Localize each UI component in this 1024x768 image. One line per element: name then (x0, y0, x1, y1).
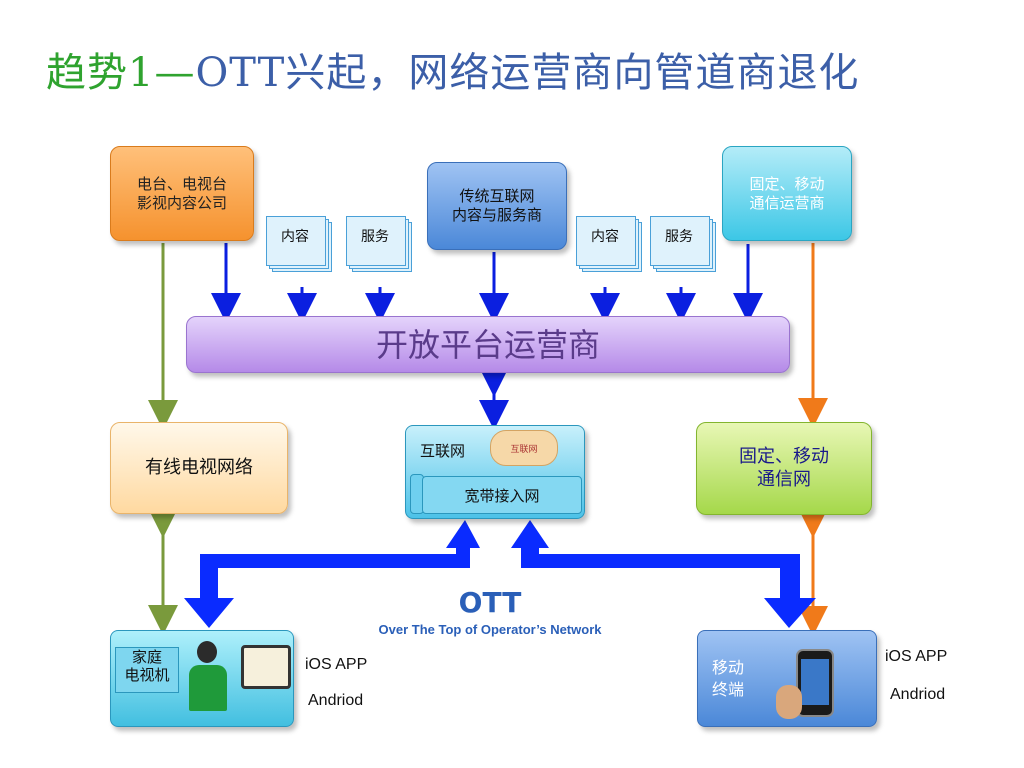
content-doc-1: 内容 (266, 216, 332, 272)
internet-provider-box: 传统互联网 内容与服务商 (427, 162, 567, 250)
smartphone-icon (796, 649, 834, 717)
title-prefix: 趋势1— (46, 50, 196, 96)
home-tv-box: 家庭 电视机 (110, 630, 294, 727)
home-android-label: Andriod (308, 692, 364, 709)
person-watching-tv-icon (187, 639, 229, 719)
ott-subtitle: Over The Top of Operator’s Network (378, 622, 602, 637)
service-doc-2: 服务 (650, 216, 716, 272)
blue-arrows (211, 243, 763, 430)
content-doc-2: 内容 (576, 216, 642, 272)
doc-label: 服务 (665, 229, 693, 245)
internet-label: 互联网 (420, 442, 466, 460)
mobile-label: 移动 终端 (712, 658, 745, 700)
doc-label: 内容 (591, 229, 619, 245)
doc-label: 服务 (361, 229, 389, 245)
tv-icon (241, 645, 291, 689)
cloud-icon: 互联网 (490, 430, 558, 466)
mobile-android-label: Andriod (890, 686, 946, 703)
title-text: OTT兴起，网络运营商向管道商退化 (195, 50, 860, 96)
platform-operator-bar: 开放平台运营商 (186, 316, 790, 373)
tv-company-box: 电台、电视台 影视内容公司 (110, 146, 254, 241)
service-doc-1: 服务 (346, 216, 412, 272)
mobile-ios-label: iOS APP (885, 648, 948, 665)
doc-label: 内容 (281, 229, 309, 245)
home-ios-label: iOS APP (305, 656, 368, 673)
mobile-terminal-box: 移动 终端 (697, 630, 877, 727)
telecom-operator-box: 固定、移动 通信运营商 (722, 146, 852, 241)
ott-title: OTT (458, 586, 522, 619)
home-tv-label: 家庭 电视机 (115, 647, 179, 693)
page-title: 趋势1—OTT兴起，网络运营商向管道商退化 (46, 40, 859, 98)
cable-tv-network-box: 有线电视网络 (110, 422, 288, 514)
ott-big-arrows (184, 520, 816, 628)
hand-icon (776, 685, 802, 719)
broadband-label: 宽带接入网 (422, 476, 582, 514)
fixed-mobile-network-box: 固定、移动 通信网 (696, 422, 872, 515)
internet-broadband-box: 互联网 互联网 宽带接入网 (405, 425, 585, 519)
